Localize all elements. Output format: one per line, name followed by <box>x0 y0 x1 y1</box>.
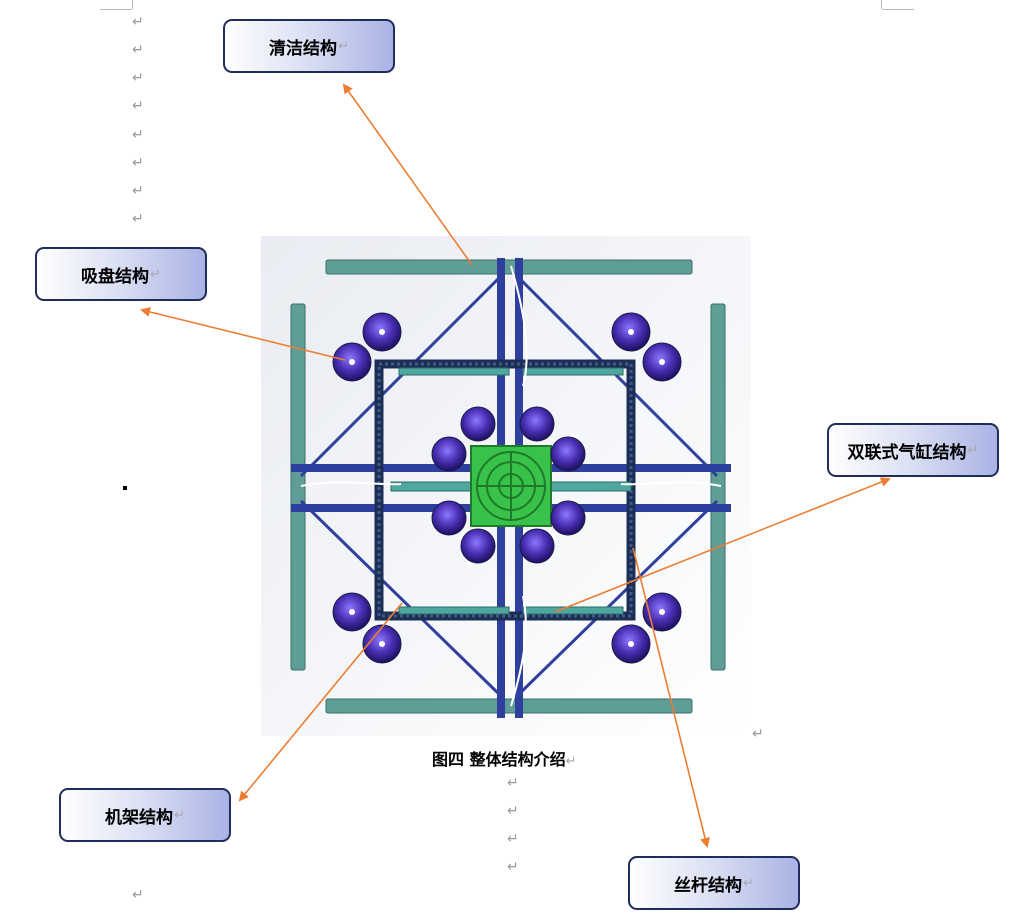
paragraph-mark-icon: ↵ <box>132 183 144 199</box>
callout-frame-structure: 机架结构↵ <box>59 788 231 842</box>
paragraph-mark-icon: ↵ <box>132 887 144 903</box>
callout-label: 双联式气缸结构 <box>847 442 967 463</box>
paragraph-mark-icon: ↵ <box>507 803 519 819</box>
paragraph-mark-icon: ↵ <box>132 155 144 171</box>
callout-cylinder-structure: 双联式气缸结构↵ <box>827 423 999 477</box>
paragraph-mark-icon: ↵ <box>565 754 577 769</box>
bullet-dot <box>123 486 127 490</box>
paragraph-mark-icon: ↵ <box>507 775 519 791</box>
figure-caption: 图四 整体结构介绍↵ <box>432 746 576 770</box>
paragraph-mark-icon: ↵ <box>132 98 144 114</box>
callout-label: 吸盘结构 <box>81 266 150 287</box>
paragraph-mark-icon: ↵ <box>752 726 764 742</box>
callout-screw-structure: 丝杆结构↵ <box>628 856 800 910</box>
caption-text: 图四 整体结构介绍 <box>432 750 566 769</box>
page-corner-top-left-v <box>132 0 133 9</box>
paragraph-mark-icon: ↵ <box>507 831 519 847</box>
page-corner-top-right <box>882 0 914 10</box>
paragraph-mark-icon: ↵ <box>338 38 349 54</box>
paragraph-mark-icon: ↵ <box>743 875 754 891</box>
paragraph-mark-icon: ↵ <box>150 266 161 282</box>
paragraph-mark-icon: ↵ <box>132 70 144 86</box>
callout-label: 清洁结构 <box>269 38 338 59</box>
paragraph-mark-icon: ↵ <box>132 127 144 143</box>
paragraph-mark-icon: ↵ <box>967 442 979 458</box>
page-corner-top-right-v <box>881 0 882 9</box>
paragraph-mark-icon: ↵ <box>507 859 519 875</box>
page-corner-top-left <box>100 0 132 10</box>
callout-label: 丝杆结构 <box>674 875 743 896</box>
robot-structure-figure <box>261 236 751 736</box>
paragraph-mark-icon: ↵ <box>132 42 144 58</box>
paragraph-mark-icon: ↵ <box>132 14 144 30</box>
paragraph-mark-icon: ↵ <box>132 211 144 227</box>
callout-cleaning-structure: 清洁结构↵ <box>223 19 395 73</box>
paragraph-mark-icon: ↵ <box>174 807 185 823</box>
callout-label: 机架结构 <box>105 807 174 828</box>
callout-suction-structure: 吸盘结构↵ <box>35 247 207 301</box>
